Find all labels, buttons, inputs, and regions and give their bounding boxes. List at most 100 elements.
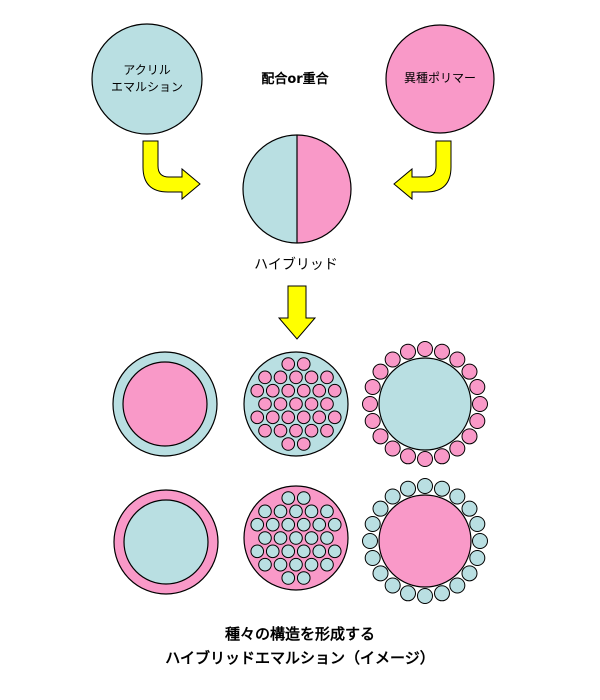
surface-particle xyxy=(461,363,478,380)
surface-particle xyxy=(372,363,389,380)
particle xyxy=(296,383,311,398)
surface-particle xyxy=(433,343,450,360)
particle xyxy=(296,517,311,532)
particle xyxy=(327,410,342,425)
surface-particle xyxy=(384,440,401,457)
particle xyxy=(265,544,280,559)
particle xyxy=(327,517,342,532)
particle xyxy=(312,410,327,425)
particle xyxy=(250,544,265,559)
dispersed-blue-particles xyxy=(243,485,349,591)
particle xyxy=(258,397,272,411)
blend-or-polymerize-label: 配合or重合 xyxy=(261,72,329,87)
particle xyxy=(327,544,342,559)
surface-particle xyxy=(417,588,433,604)
particle xyxy=(296,544,311,559)
particle xyxy=(258,504,272,519)
surface-particle xyxy=(433,448,450,465)
left-curved-arrow xyxy=(142,140,201,201)
surface-particle xyxy=(384,351,401,368)
surface-particle xyxy=(362,396,378,412)
particle xyxy=(258,557,272,572)
particle xyxy=(250,517,265,532)
surface-particle xyxy=(372,565,389,582)
particle xyxy=(304,557,319,572)
particle xyxy=(304,397,319,411)
particle xyxy=(273,423,288,438)
particle xyxy=(281,544,296,559)
surface-particle xyxy=(417,341,433,357)
particle xyxy=(289,531,303,545)
surface-particle xyxy=(472,396,488,412)
caption-line2: ハイブリッドエマルション（イメージ） xyxy=(165,649,435,667)
core-shell-blue-core xyxy=(113,489,219,595)
surface-particle xyxy=(372,500,389,517)
surface-particle xyxy=(433,480,450,497)
surface-particle xyxy=(461,428,478,445)
surface-particle xyxy=(362,533,378,549)
particle xyxy=(320,423,334,438)
surface-particle xyxy=(417,478,433,494)
particle xyxy=(289,370,303,385)
particle xyxy=(304,531,319,545)
particle xyxy=(258,531,272,545)
acrylic-label-line2: エマルション xyxy=(110,80,183,94)
hybrid-circle xyxy=(242,134,352,244)
particle xyxy=(281,437,296,451)
core-particle xyxy=(378,357,472,451)
particle xyxy=(281,410,296,425)
particle xyxy=(289,557,303,572)
surface-particle xyxy=(469,516,486,533)
surface-particle xyxy=(449,488,466,505)
right-curved-arrow xyxy=(393,140,452,201)
particle xyxy=(273,370,288,385)
surface-particle xyxy=(364,379,381,396)
particle xyxy=(258,423,272,438)
hybrid-label: ハイブリッド xyxy=(254,257,338,273)
surface-particle xyxy=(400,480,417,497)
particle xyxy=(258,370,272,385)
surface-particle xyxy=(449,351,466,368)
particle xyxy=(289,397,303,411)
core-particle xyxy=(378,494,472,588)
surface-particle xyxy=(364,549,381,566)
surface-particle xyxy=(469,379,486,396)
heterogeneous-polymer-label: 異種ポリマー xyxy=(403,71,476,85)
particle xyxy=(320,531,334,545)
surface-particle xyxy=(461,500,478,517)
surface-particle xyxy=(449,577,466,594)
particle xyxy=(281,383,296,398)
surface-particle xyxy=(400,448,417,465)
particle xyxy=(320,557,334,572)
particle xyxy=(250,410,265,425)
particle xyxy=(296,437,311,451)
blue-particles-around-pink-core xyxy=(362,478,488,604)
particle xyxy=(312,383,327,398)
surface-particle xyxy=(400,585,417,602)
core-shell-pink-core xyxy=(112,351,218,457)
caption: 種々の構造を形成する ハイブリッドエマルション（イメージ） xyxy=(120,622,480,670)
pink-particles-around-blue-core xyxy=(362,341,488,467)
surface-particle xyxy=(372,428,389,445)
surface-particle xyxy=(384,488,401,505)
particle xyxy=(304,370,319,385)
surface-particle xyxy=(417,451,433,467)
dispersed-pink-particles xyxy=(243,351,349,457)
particle xyxy=(296,357,311,371)
acrylic-emulsion-circle xyxy=(91,23,203,135)
particle xyxy=(273,557,288,572)
surface-particle xyxy=(449,440,466,457)
particle xyxy=(320,370,334,385)
particle xyxy=(265,517,280,532)
particle xyxy=(312,517,327,532)
surface-particle xyxy=(364,516,381,533)
particle xyxy=(273,397,288,411)
particle xyxy=(265,410,280,425)
surface-particle xyxy=(384,577,401,594)
particle xyxy=(281,571,296,585)
particle xyxy=(327,383,342,398)
heterogeneous-polymer-circle xyxy=(385,24,495,134)
particle xyxy=(296,491,311,505)
particle xyxy=(320,504,334,519)
